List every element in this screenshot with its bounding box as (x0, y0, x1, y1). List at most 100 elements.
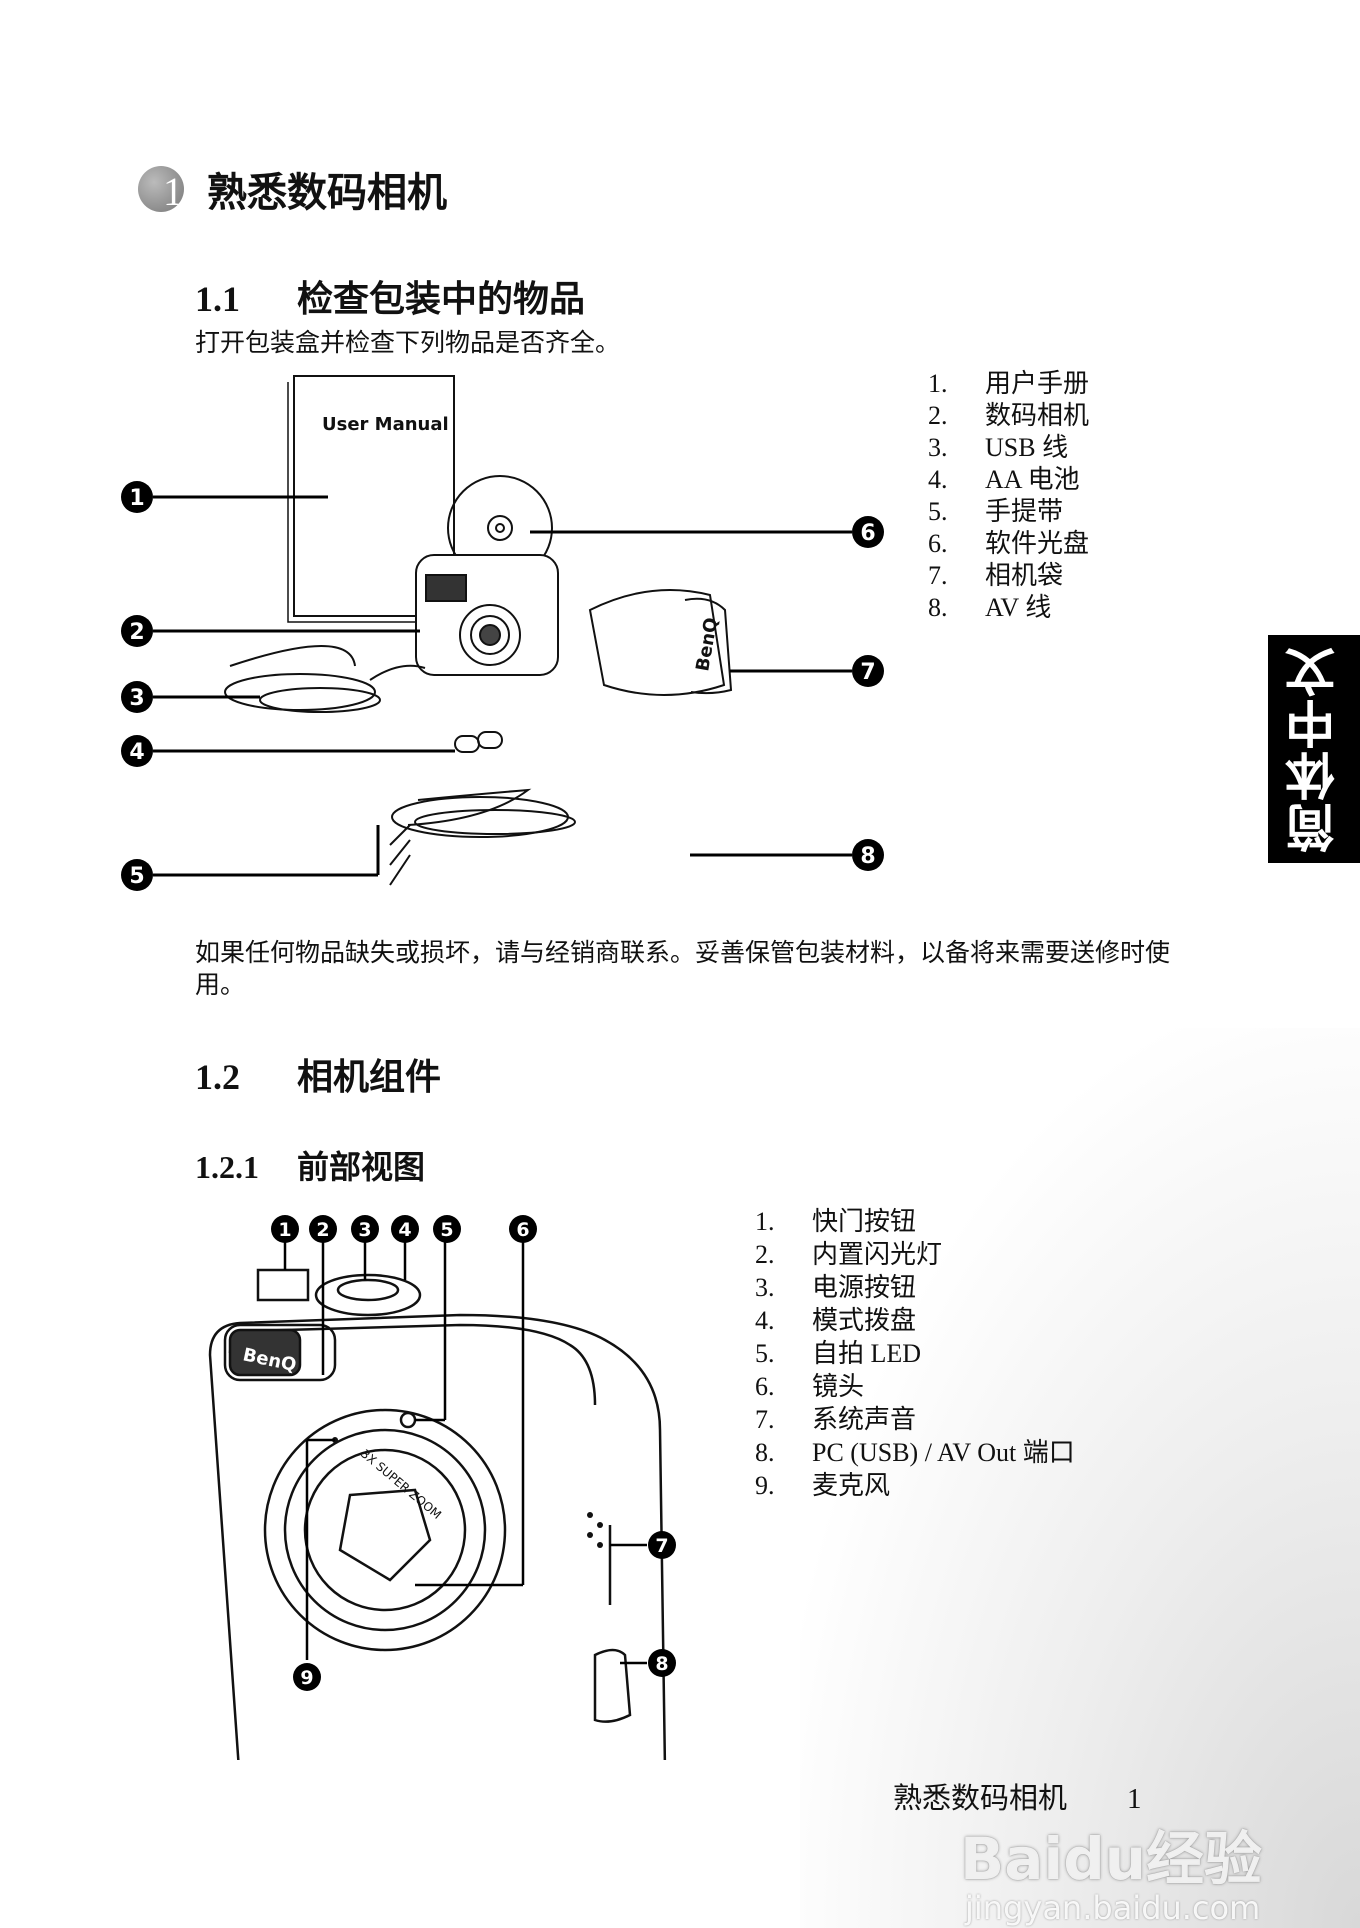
lens-illustration (338, 1488, 432, 1582)
list-item: 8. AV 线 (928, 592, 1089, 624)
list-item-number: 1. (755, 1207, 775, 1236)
list-item-label: 用户手册 (985, 369, 1090, 398)
camera-illustration (415, 554, 559, 676)
callout-8: 8 (655, 1653, 668, 1675)
list-item: 6. 软件光盘 (928, 528, 1089, 560)
page-footer: 熟悉数码相机 1 (893, 1780, 1142, 1817)
section-heading-1-1: 1.1 检查包装中的物品 (195, 270, 585, 322)
section-number: 1.1 (195, 279, 240, 319)
list-item-number: 2. (755, 1240, 775, 1269)
list-item-label: AA 电池 (985, 465, 1080, 494)
list-item-label: 自拍 LED (812, 1339, 922, 1368)
list-item-label: PC (USB) / AV Out 端口 (812, 1438, 1075, 1467)
list-item-label: 数码相机 (985, 401, 1090, 430)
package-contents-figure: 1 2 3 4 5 6 7 8 User Manual BenQ (121, 375, 884, 891)
chapter-badge (138, 166, 184, 212)
list-item-label: 模式拨盘 (812, 1306, 917, 1335)
camera-case-illustration (588, 589, 726, 696)
wrist-strap-illustration (229, 645, 356, 667)
list-item: 3. 电源按钮 (755, 1271, 1075, 1304)
list-item: 1. 快门按钮 (755, 1205, 1075, 1238)
manual-cover-label: User Manual (322, 414, 449, 435)
section-heading-1-2: 1.2 相机组件 (195, 1048, 441, 1100)
section-title: 检查包装中的物品 (297, 279, 586, 320)
list-item-label: USB 线 (985, 433, 1069, 462)
section-title: 相机组件 (297, 1057, 442, 1098)
language-side-tab: 简体中文 (1268, 635, 1360, 863)
callout-3: 3 (129, 686, 144, 711)
footer-title: 熟悉数码相机 (893, 1781, 1068, 1815)
list-item-number: 3. (755, 1273, 775, 1302)
package-items-list: 1. 用户手册 2. 数码相机 3. USB 线 4. AA 电池 5. 手提带 6. 软件光盘 7. 相… (928, 368, 1089, 624)
watermark-logo: Baidu经验 (960, 1825, 1263, 1893)
list-item-number: 3. (928, 433, 948, 462)
chapter-title: 熟悉数码相机 (207, 170, 447, 216)
list-item-number: 4. (928, 465, 948, 494)
list-item: 6. 镜头 (755, 1370, 1075, 1403)
list-item: 2. 内置闪光灯 (755, 1238, 1075, 1271)
list-item-label: 手提带 (985, 497, 1064, 526)
list-item: 7.系统声音 (755, 1403, 1075, 1436)
callout-1: 1 (278, 1219, 291, 1241)
section-intro: 打开包装盒并检查下列物品是否齐全。 (195, 328, 621, 357)
list-item-label: 镜头 (812, 1372, 865, 1401)
list-item-number: 6. (928, 529, 948, 558)
callout-3: 3 (358, 1219, 371, 1241)
callout-2: 2 (129, 620, 144, 645)
camera-body (208, 1313, 667, 1760)
callout-6: 6 (860, 521, 875, 546)
list-item: 3. USB 线 (928, 432, 1089, 464)
list-item: 5. 手提带 (928, 496, 1089, 528)
list-item: 4. 模式拨盘 (755, 1304, 1075, 1337)
list-item-label: 内置闪光灯 (812, 1240, 943, 1269)
list-item-number: 4. (755, 1306, 775, 1335)
section-title: 前部视图 (297, 1148, 426, 1186)
list-item-label: 软件光盘 (985, 529, 1090, 558)
list-item-number: 6. (755, 1372, 775, 1401)
list-item: 7. 相机袋 (928, 560, 1089, 592)
port-cover-illustration (593, 1525, 632, 1723)
callout-6: 6 (516, 1219, 529, 1241)
list-item-number: 8. (928, 593, 948, 622)
callout-7: 7 (860, 660, 875, 685)
list-item-number: 7. (755, 1405, 775, 1434)
callout-1: 1 (129, 486, 144, 511)
list-item-number: 5. (928, 497, 948, 526)
chapter-number: 1 (163, 169, 183, 214)
av-cable-illustration (414, 809, 576, 835)
callout-4: 4 (398, 1219, 411, 1241)
list-item-label: 快门按钮 (812, 1207, 917, 1236)
callout-5: 5 (129, 864, 144, 889)
list-item-label: AV 线 (985, 593, 1052, 622)
list-item-number: 2. (928, 401, 948, 430)
section-number: 1.2 (195, 1057, 240, 1097)
camera-front-view-figure: BenQ 3X SUPER ZOOM 1 2 3 4 5 6 7 8 9 (208, 1215, 676, 1760)
list-item-label: 麦克风 (812, 1471, 891, 1500)
page-number: 1 (1127, 1783, 1142, 1815)
callout-8: 8 (860, 844, 875, 869)
list-item-number: 9. (755, 1471, 775, 1500)
callout-2: 2 (316, 1219, 329, 1241)
callout-4: 4 (129, 740, 144, 765)
list-item-number: 8. (755, 1438, 775, 1467)
section-number: 1.2.1 (195, 1149, 259, 1185)
list-item: 1. 用户手册 (928, 368, 1089, 400)
list-item: 8. PC (USB) / AV Out 端口 (755, 1436, 1075, 1469)
lens-ring (263, 1408, 507, 1652)
list-item-number: 5. (755, 1339, 775, 1368)
strap-illustration (407, 788, 532, 826)
missing-items-note: 如果任何物品缺失或损坏，请与经销商联系。妥善保管包装材料，以备将来需要送修时使用… (195, 938, 1171, 999)
usb-cable-illustration (224, 673, 376, 711)
list-item-label: 电源按钮 (812, 1273, 917, 1302)
flash-illustration (223, 1323, 337, 1382)
list-item-label: 相机袋 (985, 561, 1064, 590)
list-item: 9. 麦克风 (755, 1469, 1075, 1502)
list-item: 5. 自拍 LED (755, 1337, 1075, 1370)
list-item-number: 7. (928, 561, 948, 590)
callout-5: 5 (440, 1219, 453, 1241)
callout-7: 7 (655, 1535, 668, 1557)
section-heading-1-2-1: 1.2.1 前部视图 (195, 1142, 425, 1188)
watermark-url: jingyan.baidu.com (965, 1889, 1261, 1927)
list-item-number: 1. (928, 369, 948, 398)
